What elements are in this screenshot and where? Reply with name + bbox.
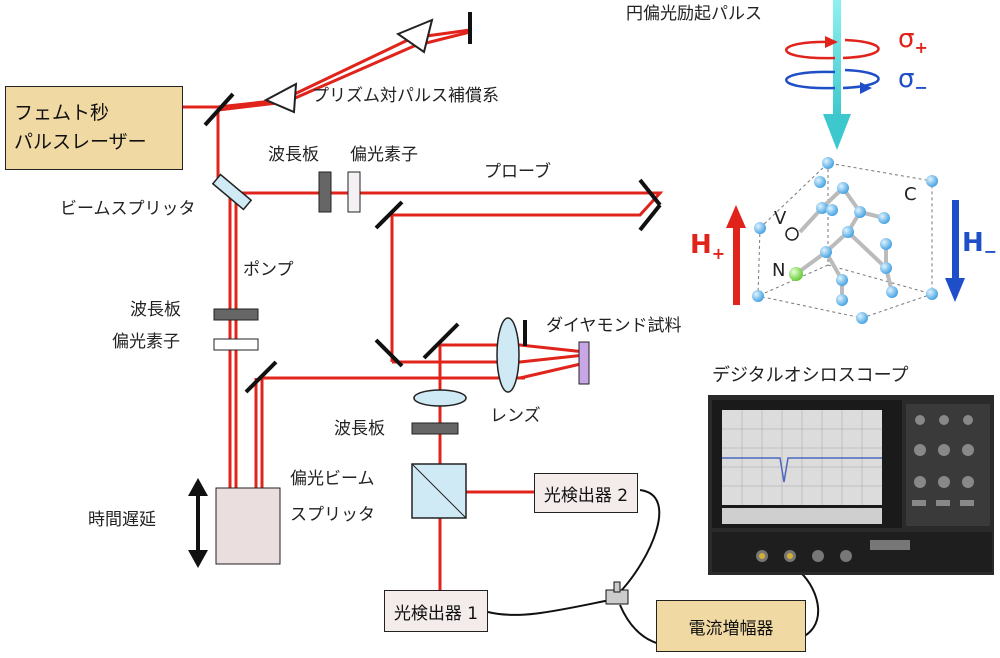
- current-amplifier: 電流増幅器: [656, 600, 806, 652]
- mirror-icon: [638, 203, 662, 232]
- pbs-label-line2: スプリッタ: [290, 505, 375, 525]
- probe-waveplate-label: 波長板: [268, 145, 319, 165]
- vacancy-icon: [785, 227, 799, 241]
- detect-waveplate-label: 波長板: [334, 419, 385, 439]
- prism-icon: [263, 82, 298, 114]
- amplifier-label: 電流増幅器: [688, 618, 774, 639]
- beam-splitter: [211, 173, 253, 211]
- h-plus-arrow: [726, 205, 746, 305]
- beam-delay-return: [260, 376, 525, 520]
- sigma-minus-label: σ−: [898, 64, 928, 98]
- h-plus-label: H+: [690, 230, 726, 264]
- mirror-icon: [422, 322, 460, 360]
- beam-splitter-label: ビームスプリッタ: [60, 199, 196, 219]
- vacancy-label: V: [774, 208, 787, 229]
- pump-polarizer-label: 偏光素子: [112, 332, 180, 352]
- excitation-label: 円偏光励起パルス: [626, 4, 762, 24]
- sigma-plus-label: σ+: [898, 24, 928, 58]
- sample-icon: [578, 341, 590, 385]
- probe-polarizer-label: 偏光素子: [350, 145, 418, 165]
- nitrogen-label: N: [772, 260, 786, 281]
- mirrors: [203, 92, 662, 543]
- polarizer-icon: [347, 171, 361, 213]
- waveplate-icon: [213, 308, 259, 321]
- h-minus-label: H−: [962, 228, 998, 262]
- beam-from-prisms: [217, 30, 471, 112]
- oscilloscope-label: デジタルオシロスコープ: [712, 365, 909, 386]
- beam-probe: [230, 191, 664, 362]
- pump-waveplate-label: 波長板: [130, 300, 181, 320]
- lens-label: レンズ: [490, 406, 541, 426]
- waveplate-icon: [318, 171, 332, 213]
- h-minus-arrow: [945, 200, 965, 302]
- femtosecond-laser: フェムト秒 パルスレーザー: [5, 86, 183, 170]
- double-arrow-icon: [188, 478, 208, 568]
- prism-icon: [395, 18, 434, 54]
- diamond-lattice: [752, 157, 938, 324]
- mirror-icon: [374, 338, 404, 368]
- excitation-beam: [823, 0, 851, 150]
- detector-1: 光検出器 1: [384, 590, 488, 632]
- prism-compensator-label: プリズム対パルス補償系: [312, 86, 499, 106]
- pbs-label-line1: 偏光ビーム: [290, 469, 375, 489]
- beam-to-sample-2: [519, 361, 586, 380]
- beam-to-sample-1: [392, 353, 586, 364]
- probe-label: プローブ: [484, 162, 551, 182]
- sample-label: ダイヤモンド試料: [546, 316, 682, 336]
- laser-label-line1: フェムト秒: [14, 101, 110, 124]
- oscilloscope-photo: [708, 395, 994, 575]
- sigma-plus-loop: [785, 36, 880, 60]
- beam-to-prisms: [217, 28, 471, 109]
- nitrogen-atom-icon: [789, 267, 803, 281]
- laser-label-line2: パルスレーザー: [14, 131, 147, 153]
- polarizing-beam-splitter: [411, 463, 467, 519]
- polarizer-icon: [213, 338, 259, 351]
- waveplate-icon: [411, 422, 459, 435]
- beam-reflect: [440, 343, 586, 354]
- carbon-label: C: [904, 184, 917, 205]
- delay-label: 時間遅延: [88, 510, 156, 530]
- lens-icon: [413, 389, 467, 407]
- bnc-tee-connector: [605, 581, 629, 605]
- mirror-icon: [203, 92, 235, 127]
- mirror-icon: [638, 178, 662, 207]
- detector1-label: 光検出器 1: [393, 603, 479, 624]
- mirror-icon: [374, 200, 404, 230]
- detector-2: 光検出器 2: [534, 473, 638, 513]
- mirror-icon: [244, 360, 278, 394]
- sigma-minus-loop: [785, 68, 880, 94]
- detector2-label: 光検出器 2: [543, 485, 629, 506]
- delay-stage: [215, 487, 281, 565]
- pump-label: ポンプ: [243, 260, 294, 280]
- lens-icon: [496, 317, 520, 393]
